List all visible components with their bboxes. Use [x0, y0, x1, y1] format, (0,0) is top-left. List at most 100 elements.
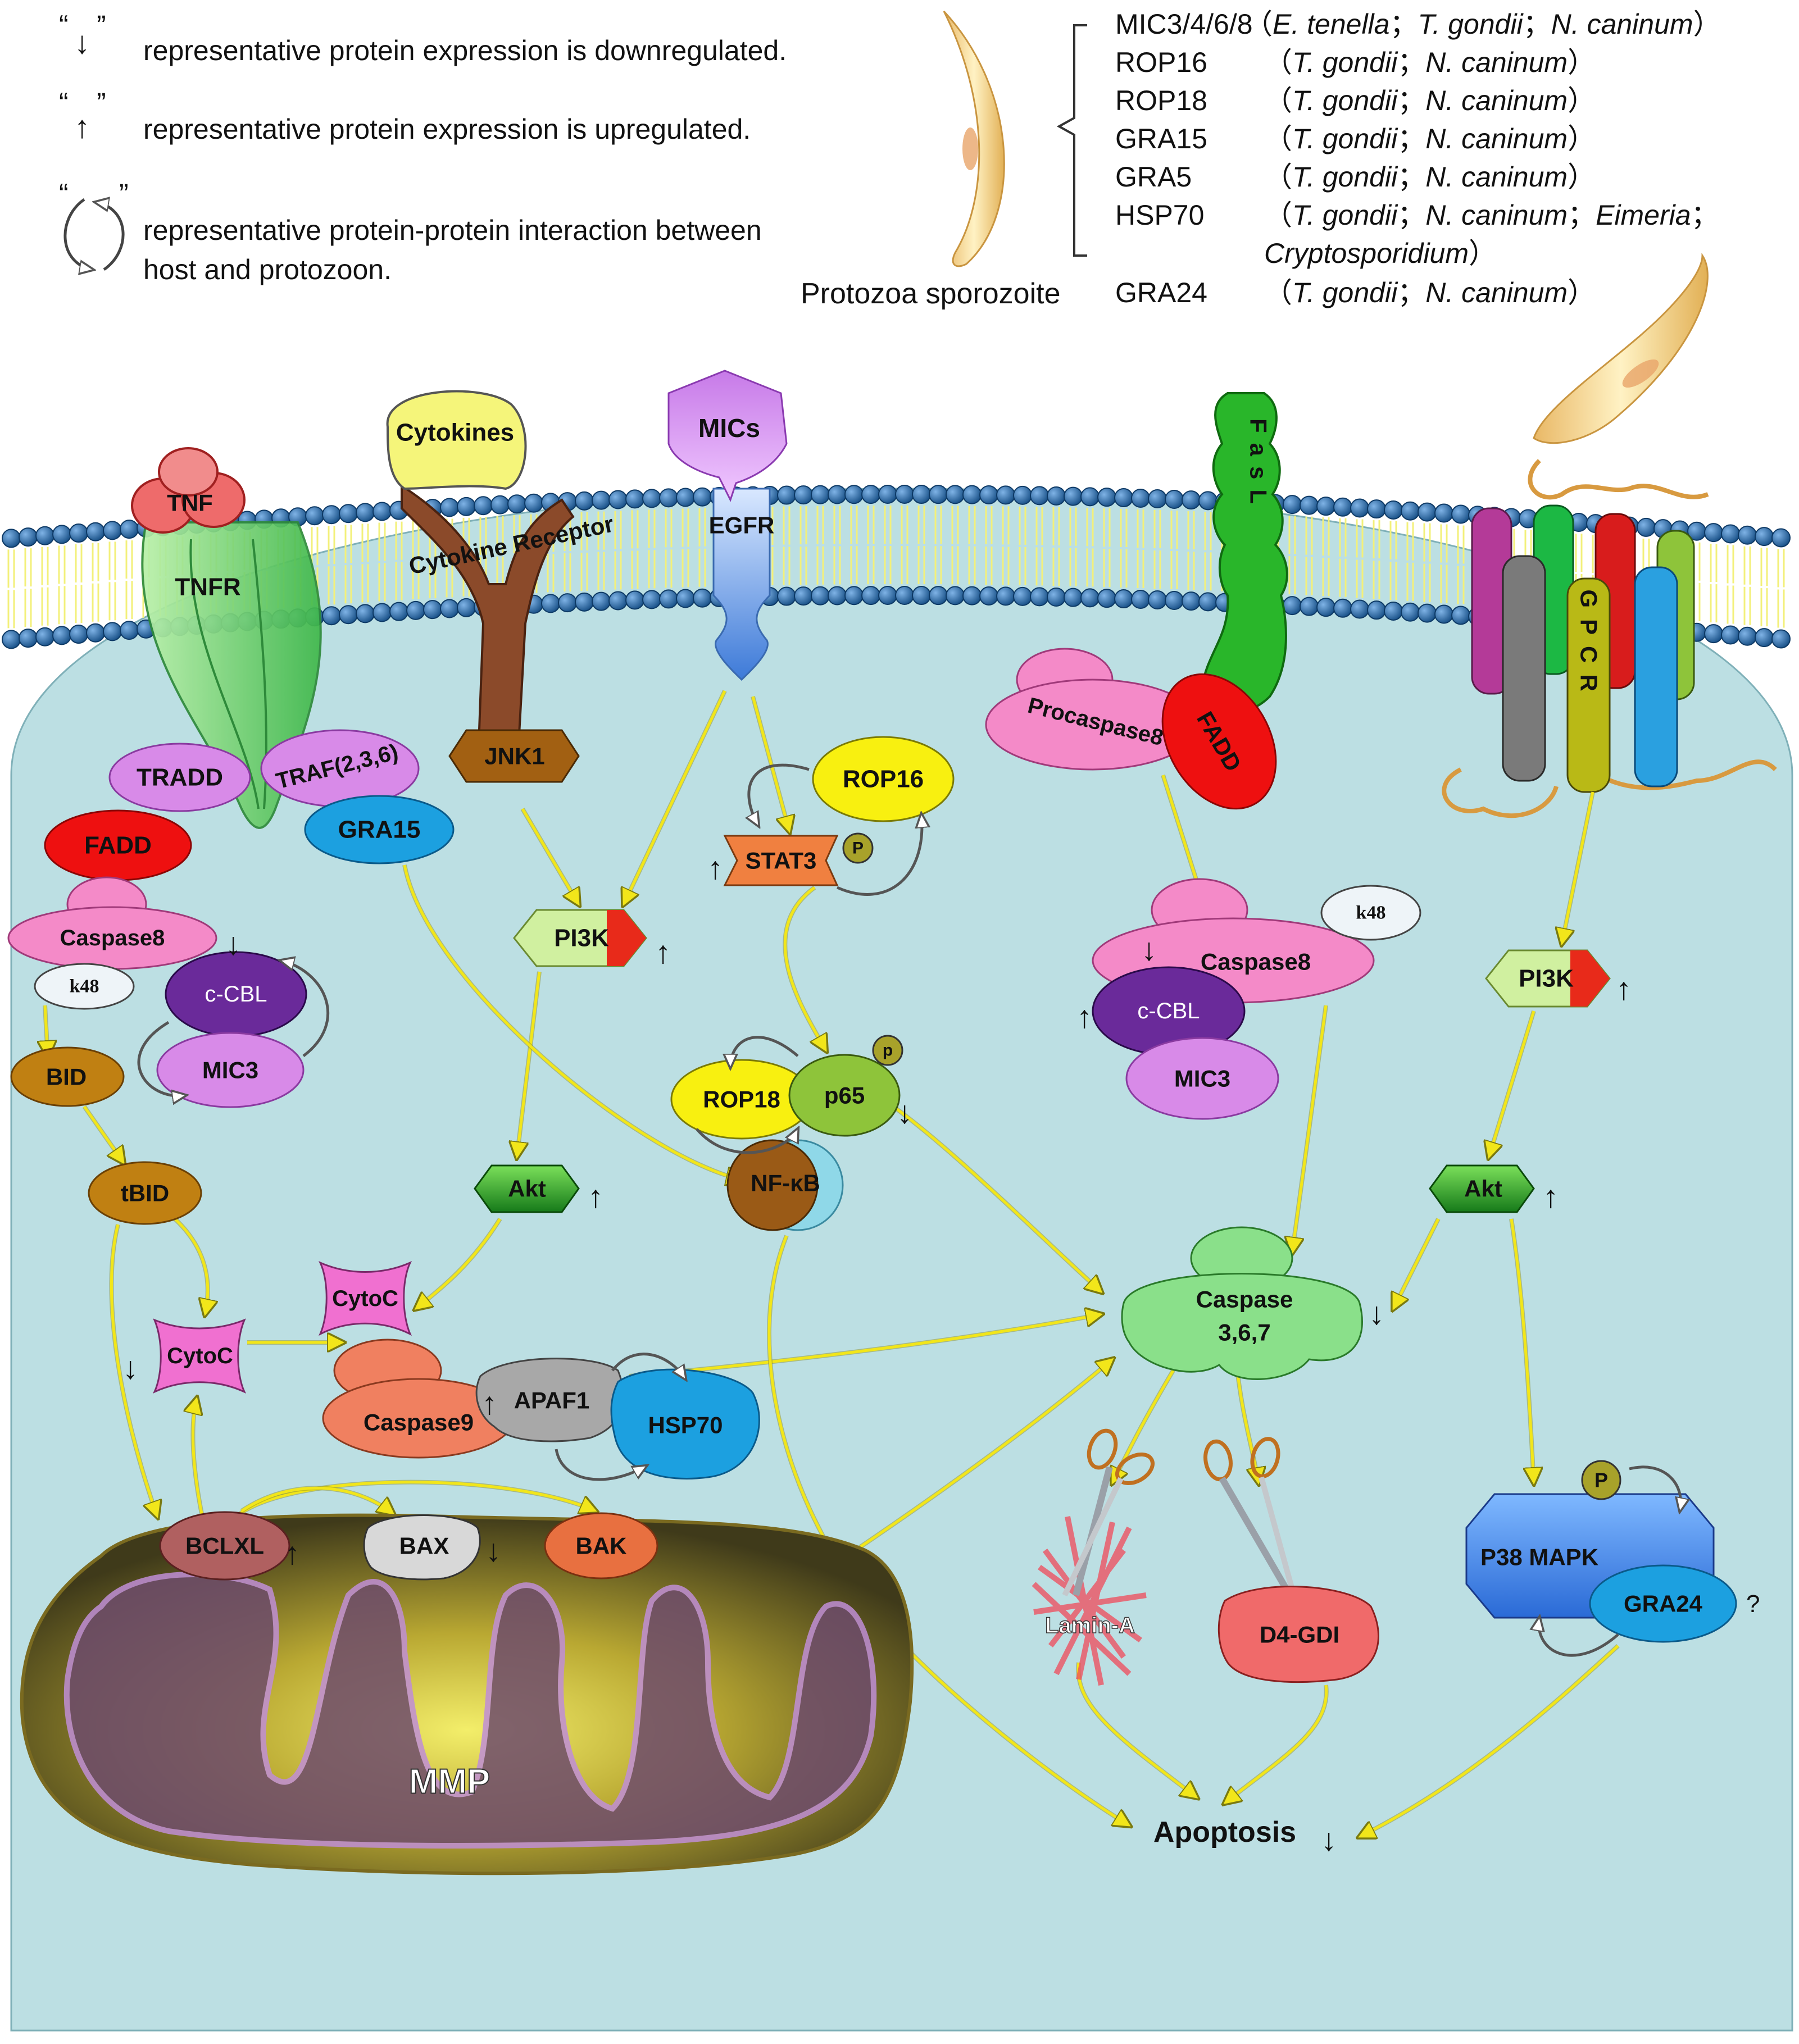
connector-arrow-8 — [629, 1314, 1101, 1378]
sporozoite-right — [1533, 253, 1709, 444]
stat3-up-arrow-icon: ↑ — [707, 850, 723, 886]
fadd-left-label: FADD — [84, 832, 152, 859]
bid-node — [10, 1046, 125, 1107]
legend-open-quote-1: “ — [59, 10, 69, 41]
connector-arrow-20 — [110, 1224, 157, 1517]
legend-down-arrow-icon: ↓ — [74, 25, 90, 60]
sporozoite-top — [943, 10, 1005, 267]
mic3-left-node — [156, 1032, 305, 1108]
species-name: T. gondii — [1418, 8, 1524, 40]
species-name: N. caninum — [1425, 277, 1568, 308]
apaf1-node — [475, 1358, 624, 1442]
species-name: T. gondii — [1292, 47, 1398, 78]
tnf-label: TNF — [167, 490, 213, 516]
connector-arrow-1 — [751, 696, 789, 831]
tnfr-label: TNFR — [175, 573, 240, 601]
connector-arrow-22 — [193, 1399, 202, 1517]
p38-phospho-label: P — [1594, 1469, 1608, 1492]
bak-label: BAK — [576, 1533, 627, 1559]
species-protein: GRA5 — [1115, 161, 1192, 193]
caspase8-left-down-arrow-icon: ↓ — [225, 926, 241, 962]
akt-right-node — [1429, 1164, 1535, 1213]
p38-phospho-icon — [1581, 1460, 1621, 1500]
caspase367-down-arrow-icon: ↓ — [1369, 1296, 1384, 1331]
stat3-node — [723, 835, 839, 886]
connector-arrow-10 — [1292, 1005, 1328, 1253]
bclxl-node — [159, 1511, 290, 1581]
akt-right-label: Akt — [1464, 1176, 1502, 1202]
tnf-ligand — [131, 447, 246, 534]
connector-arrow-24 — [235, 1481, 596, 1518]
cytokines-label: Cytokines — [396, 419, 514, 447]
species-row-4: GRA5（T. gondii；N. caninum） — [1115, 161, 1596, 193]
connector-arrow-14 — [1510, 1218, 1534, 1483]
ccbl-left-label: c-CBL — [205, 982, 267, 1007]
species-brace — [1056, 24, 1087, 257]
tbid-node — [88, 1161, 202, 1225]
caspase367-label-1: Caspase — [1196, 1286, 1293, 1313]
pi3k-right-up-arrow-icon: ↑ — [1616, 971, 1632, 1007]
connector-arrow-31 — [1076, 1662, 1197, 1797]
cytoc-lower-down-arrow-icon: ↓ — [122, 1350, 138, 1386]
stat3-phospho-icon — [842, 832, 874, 864]
p38-label: P38 MAPK — [1480, 1544, 1598, 1570]
cytoc-upper-node — [318, 1261, 412, 1336]
connector-arrow-3 — [517, 971, 541, 1157]
legend-interaction-text-1: representative protein-protein interacti… — [143, 215, 762, 246]
gpcr-receptor — [1442, 459, 1777, 818]
mic3-right-label: MIC3 — [1174, 1066, 1230, 1092]
bax-label: BAX — [399, 1533, 449, 1559]
k48-right-node — [1320, 885, 1421, 941]
cytokine-receptor — [401, 484, 575, 776]
species-name: N. caninum — [1425, 85, 1568, 116]
rop16-label: ROP16 — [843, 766, 924, 793]
apoptosis-down-arrow-icon: ↓ — [1321, 1822, 1337, 1858]
mitochondrion — [20, 1513, 914, 1875]
caspase367-node — [1121, 1226, 1363, 1380]
legend-up-arrow-icon: ↑ — [74, 109, 90, 144]
gpcr-label: GPCR — [1576, 589, 1602, 702]
nfkb-label: NF-κB — [751, 1170, 820, 1196]
species-name: T. gondii — [1292, 123, 1398, 154]
interaction-cycles — [137, 763, 1680, 1657]
connector-arrow-11 — [1562, 791, 1594, 944]
caspase8-right-label: Caspase8 — [1201, 949, 1311, 975]
fadd-right-node — [1161, 673, 1277, 810]
mic3-right-node — [1125, 1037, 1279, 1120]
p65-label: p65 — [824, 1082, 865, 1109]
species-row-2: ROP18（T. gondii；N. caninum） — [1115, 85, 1596, 116]
gra15-node — [304, 795, 455, 864]
species-name: N. caninum — [1425, 161, 1568, 193]
species-name: E. tenella — [1273, 8, 1389, 40]
scissors-left-icon — [1062, 1428, 1155, 1597]
caspase9-node — [322, 1339, 515, 1459]
species-row-3: GRA15（T. gondii；N. caninum） — [1115, 123, 1596, 154]
legend: “ ” ↓ representative protein expression … — [59, 10, 787, 285]
gra15-label: GRA15 — [338, 816, 421, 844]
ccbl-right-label: c-CBL — [1137, 999, 1200, 1023]
sporozoite-label: Protozoa sporozoite — [801, 277, 1061, 310]
species-row-6: Cryptosporidium） — [1264, 238, 1497, 269]
species-protein: ROP16 — [1115, 47, 1207, 78]
gra24-label: GRA24 — [1624, 1591, 1703, 1617]
stat3-label: STAT3 — [746, 848, 817, 874]
species-name: Cryptosporidium — [1264, 238, 1469, 269]
bid-label: BID — [46, 1064, 87, 1090]
regulation-arrows: ↓↑↑↑↓↓↑↑↓↓↑↑↑↓↓ — [122, 850, 1632, 1858]
egfr-label: EGFR — [709, 512, 775, 539]
procaspase8-node — [985, 648, 1201, 771]
connector-arrow-18 — [45, 1005, 48, 1056]
connector-arrow-6 — [783, 886, 826, 1050]
p65-phospho-icon — [872, 1035, 903, 1066]
caspase8-left-label: Caspase8 — [60, 926, 165, 950]
pi3k-left-up-arrow-icon: ↑ — [655, 935, 671, 970]
connector-arrow-21 — [167, 1212, 208, 1314]
d4gdi-node — [1217, 1586, 1379, 1683]
species-protein: GRA24 — [1115, 277, 1207, 308]
akt-left-up-arrow-icon: ↑ — [588, 1179, 603, 1214]
species-name: N. caninum — [1551, 8, 1693, 40]
mmp-label: MMP — [409, 1763, 490, 1801]
stat3-phospho-label: P — [852, 839, 864, 858]
species-protein: ROP18 — [1115, 85, 1207, 116]
interaction-cycle-icon — [63, 199, 125, 270]
